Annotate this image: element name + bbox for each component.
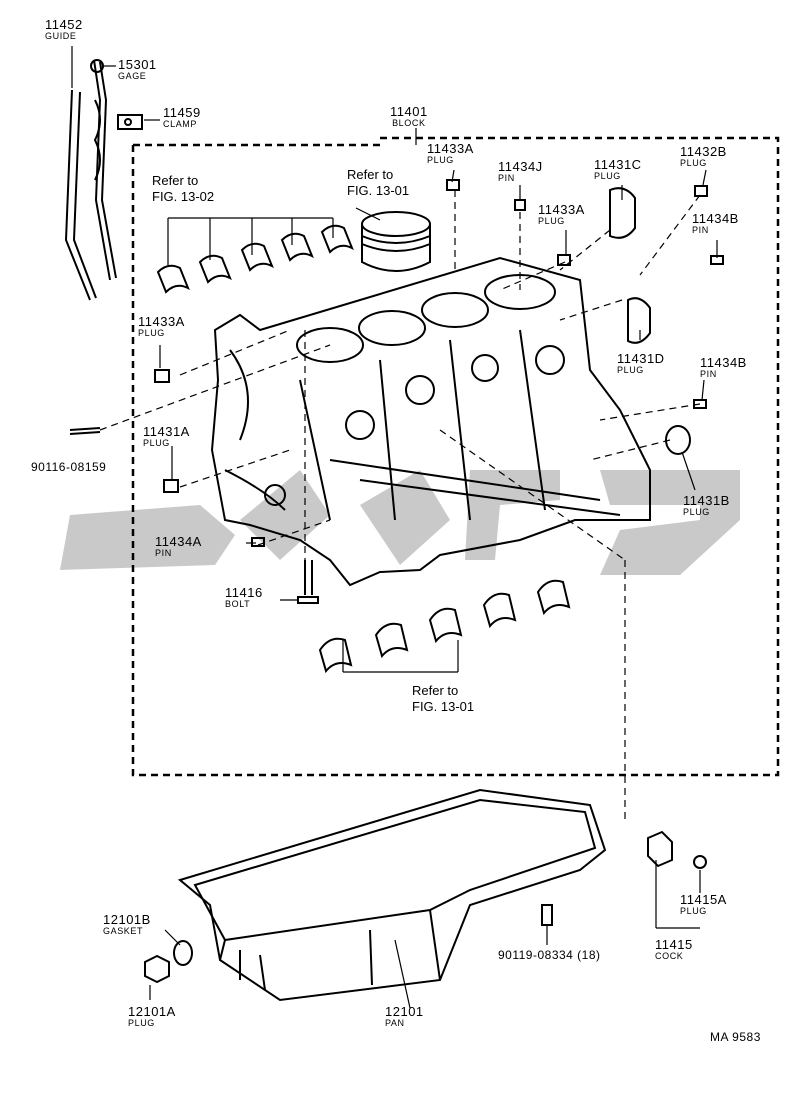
part-name: PLUG (680, 158, 707, 168)
clamp-part (117, 114, 143, 130)
part-label-11434B-right: 11434B PIN (700, 356, 747, 379)
part-number: 12101B (103, 912, 151, 927)
part-number: 12101A (128, 1004, 176, 1019)
part-label-11431D: 11431D PLUG (617, 352, 665, 375)
leader-lines (71, 46, 718, 1009)
part-number: 11432B (680, 144, 727, 159)
reference-note-3: Refer to FIG. 13-01 (412, 683, 474, 715)
part-number: 11434A (155, 534, 202, 549)
part-label-11431C: 11431C PLUG (594, 158, 642, 181)
part-label-11433A-mid: 11433A PLUG (538, 203, 585, 226)
part-name: PLUG (594, 171, 621, 181)
part-number: 11434B (700, 355, 747, 370)
part-code-90119: 90119-08334 (18) (498, 948, 601, 962)
part-name: GAGE (118, 71, 147, 81)
part-number: 15301 (118, 57, 157, 72)
part-name: PIN (155, 548, 172, 558)
part-label-11433A-top: 11433A PLUG (427, 142, 474, 165)
drain-cock (541, 830, 707, 926)
part-number: 11431B (683, 493, 730, 508)
part-number: 11434B (692, 211, 739, 226)
part-name: PLUG (128, 1018, 155, 1028)
part-name: BOLT (225, 599, 251, 609)
part-name: PIN (700, 369, 717, 379)
part-number: 11401 (390, 104, 428, 119)
part-number: 11452 (45, 17, 83, 32)
part-number: 11433A (427, 141, 474, 156)
small-plugs (69, 179, 724, 604)
part-name: PLUG (427, 155, 454, 165)
piston (361, 211, 431, 272)
part-label-11431B: 11431B PLUG (683, 494, 730, 517)
dashed-leaders (99, 190, 701, 820)
oil-level-gage-guide (64, 59, 117, 301)
part-label-11415A: 11415A PLUG (680, 893, 727, 916)
part-name: PLUG (680, 906, 707, 916)
part-number: 11434J (498, 159, 543, 174)
part-name: PLUG (538, 216, 565, 226)
part-number: 11431C (594, 157, 642, 172)
part-label-12101B: 12101B GASKET (103, 913, 151, 936)
reference-line: FIG. 13-01 (347, 183, 410, 198)
part-number: 11416 (225, 585, 263, 600)
part-number: 11415 (655, 937, 693, 952)
drain-plug (144, 940, 193, 984)
part-name: GASKET (103, 926, 144, 936)
part-name: PLUG (683, 507, 710, 517)
part-label-11434B-top: 11434B PIN (692, 212, 739, 235)
part-name: PIN (498, 173, 515, 183)
part-name: PLUG (138, 328, 165, 338)
part-label-15301: 15301 GAGE (118, 58, 157, 81)
part-number: 11459 (163, 105, 201, 120)
part-label-11434J: 11434J PIN (498, 160, 543, 183)
part-label-11459: 11459 CLAMP (163, 106, 201, 129)
part-name: CLAMP (163, 119, 198, 129)
part-label-11431A: 11431A PLUG (143, 425, 190, 448)
reference-note-2: Refer to FIG. 13-01 (347, 167, 409, 199)
part-name: PLUG (617, 365, 644, 375)
reference-line: Refer to (412, 683, 459, 698)
reference-note-1: Refer to FIG. 13-02 (152, 173, 214, 205)
part-number: 11433A (538, 202, 585, 217)
part-name: PLUG (143, 438, 170, 448)
part-label-11452: 11452 GUIDE (45, 18, 83, 41)
reference-line: FIG. 13-02 (152, 189, 215, 204)
part-label-11433A-left: 11433A PLUG (138, 315, 185, 338)
part-label-11432B: 11432B PLUG (680, 145, 727, 168)
lower-bearings (318, 579, 571, 674)
part-name: PIN (692, 225, 709, 235)
part-name: GUIDE (45, 31, 77, 41)
cylinder-block (210, 256, 651, 587)
part-number: 11415A (680, 892, 727, 907)
part-label-12101A: 12101A PLUG (128, 1005, 176, 1028)
upper-bearings (156, 224, 354, 294)
part-number: 11433A (138, 314, 185, 329)
reference-line: Refer to (152, 173, 199, 188)
oil-pan (177, 788, 607, 1002)
reference-line: FIG. 13-01 (412, 699, 475, 714)
drawing-id: MA 9583 (710, 1030, 761, 1044)
reference-line: Refer to (347, 167, 394, 182)
part-name: COCK (655, 951, 684, 961)
part-number: 11431A (143, 424, 190, 439)
part-label-12101: 12101 PAN (385, 1005, 424, 1028)
part-label-11416: 11416 BOLT (225, 586, 263, 609)
part-label-11401: 11401 BLOCK (390, 105, 428, 128)
part-label-11434A: 11434A PIN (155, 535, 202, 558)
part-name: BLOCK (392, 118, 426, 128)
part-label-11415: 11415 COCK (655, 938, 693, 961)
part-number: 11431D (617, 351, 665, 366)
part-code-90116: 90116-08159 (31, 460, 107, 474)
part-name: PAN (385, 1018, 405, 1028)
part-number: 12101 (385, 1004, 424, 1019)
block-boundary (131, 136, 780, 777)
